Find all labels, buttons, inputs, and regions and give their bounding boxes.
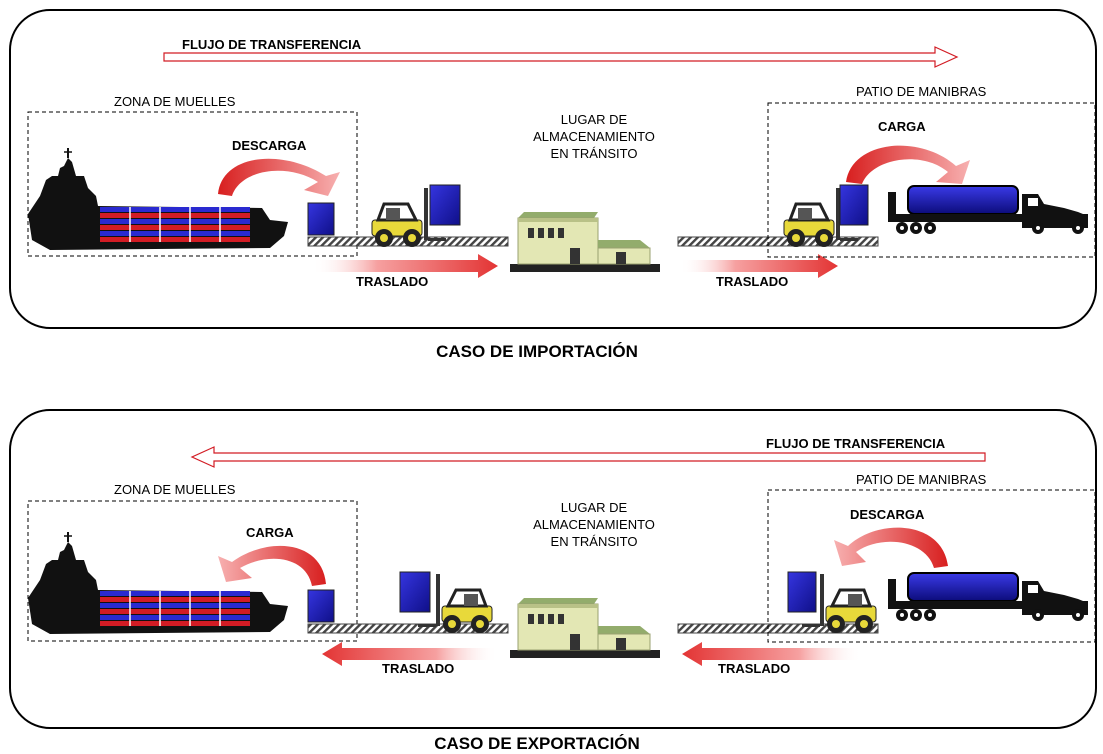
import-caption: CASO DE IMPORTACIÓN [436,342,638,361]
import-unload-curve-icon [218,158,340,196]
export-transfer-arrow-right [682,642,862,666]
import-flow-arrow [163,46,959,68]
export-storage-label-line1: LUGAR DE [561,500,628,515]
export-storage-label-line3: EN TRÁNSITO [551,534,638,549]
import-yard-zone-label: PATIO DE MANIBRAS [856,84,987,99]
import-dock-zone [27,111,358,257]
export-forklift-left-crate-icon [399,571,431,613]
export-load-curve-icon [218,545,326,586]
import-storage-label-line3: EN TRÁNSITO [551,146,638,161]
import-dock-crate-icon [307,202,335,236]
export-dock-zone-label: ZONA DE MUELLES [114,482,236,497]
export-yard-zone-label: PATIO DE MANIBRAS [856,472,987,487]
export-storage-label-line2: ALMACENAMIENTO [533,517,655,532]
import-transfer-right-label: TRASLADO [716,274,788,289]
import-forklift-left-crate-icon [429,184,461,226]
export-flow-arrow [190,446,986,468]
import-forklift-right-crate-icon [839,184,869,226]
export-dock-action-label: CARGA [246,525,294,540]
export-caption: CASO DE EXPORTACIÓN [434,734,640,753]
import-yard-action-label: CARGA [878,119,926,134]
import-transfer-arrow-right [680,254,838,278]
export-unload-curve-icon [834,527,948,568]
export-transfer-left-label: TRASLADO [382,661,454,676]
import-dock-zone-label: ZONA DE MUELLES [114,94,236,109]
export-flow-label: FLUJO DE TRANSFERENCIA [766,436,946,451]
export-dock-zone [27,500,358,642]
export-dock-crate-icon [307,589,335,623]
import-transfer-arrow-left [312,254,498,278]
export-conveyor-right [677,623,879,634]
import-conveyor-right [677,236,879,247]
import-yard-zone [767,102,1096,258]
export-yard-action-label: DESCARGA [850,507,925,522]
export-transfer-right-label: TRASLADO [718,661,790,676]
import-storage-label-line1: LUGAR DE [561,112,628,127]
export-panel: FLUJO DE TRANSFERENCIA ZONA DE MUELLES C… [9,409,1097,753]
export-transfer-arrow-left [322,642,498,666]
export-forklift-right-crate-icon [787,571,817,613]
import-load-curve-icon [846,145,970,184]
import-dock-action-label: DESCARGA [232,138,307,153]
import-panel: FLUJO DE TRANSFERENCIA ZONA DE MUELLES D… [9,9,1097,361]
export-yard-zone [767,489,1096,643]
import-transfer-left-label: TRASLADO [356,274,428,289]
export-conveyor-left [307,623,509,634]
import-flow-label: FLUJO DE TRANSFERENCIA [182,37,362,52]
import-panel-border [9,9,1097,329]
import-storage-label-line2: ALMACENAMIENTO [533,129,655,144]
